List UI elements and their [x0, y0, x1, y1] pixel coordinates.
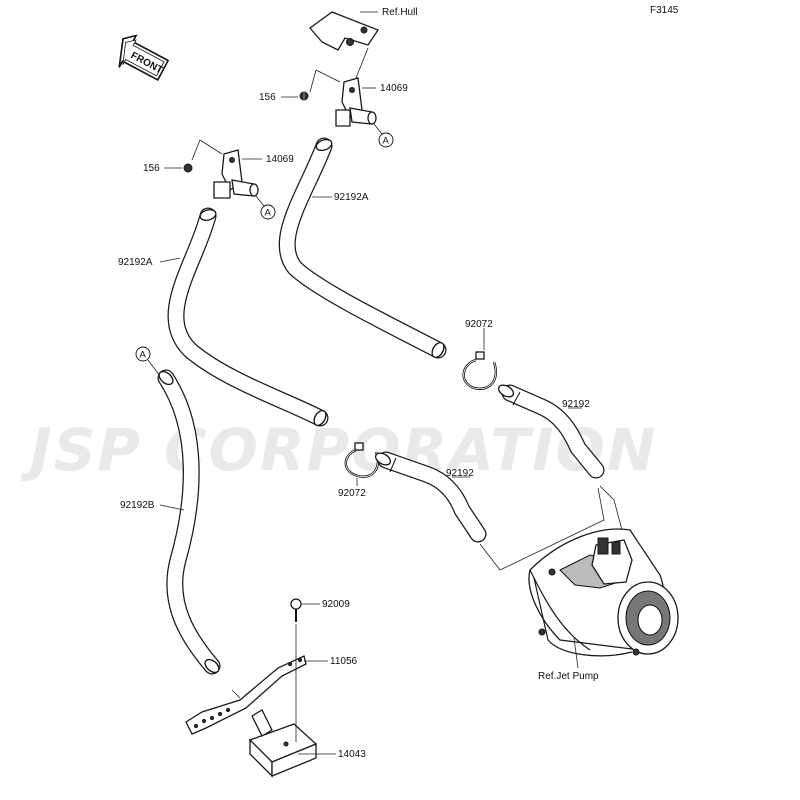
hose-92192a-right [278, 137, 447, 359]
label-11056: 11056 [330, 656, 358, 667]
label-14069-mid: 14069 [266, 154, 294, 165]
label-92072-upper: 92072 [465, 319, 493, 330]
watermark: JSP CORPORATION [20, 416, 657, 484]
label-92072-lower: 92072 [338, 488, 366, 499]
callout-a-left [135, 346, 151, 362]
label-92192-lower: 92192 [446, 468, 474, 479]
jet-pump [528, 528, 679, 657]
hose-92192b [157, 369, 221, 675]
fitting-14069-middle [213, 149, 259, 199]
hose-92192-upper [497, 384, 605, 479]
figure-code: F3145 [650, 5, 679, 16]
front-arrow-icon: FRONT [118, 34, 170, 82]
callout-a-mid [260, 204, 276, 220]
svg-text:A: A [140, 350, 147, 361]
label-92192a-left: 92192A [118, 257, 153, 268]
bolt-156-middle [183, 163, 193, 173]
label-ref-hull: Ref.Hull [382, 7, 418, 18]
label-156-mid: 156 [143, 163, 160, 174]
clamp-92072-upper [462, 351, 497, 390]
label-ref-jet-pump: Ref.Jet Pump [538, 671, 599, 682]
bolt-156-upper [299, 91, 309, 101]
label-92192b: 92192B [120, 500, 155, 511]
label-156-top: 156 [259, 92, 276, 103]
label-14069-top: 14069 [380, 83, 408, 94]
hull-bracket [309, 11, 379, 51]
hose-92192a-left [167, 207, 329, 427]
label-92192a-right: 92192A [334, 192, 369, 203]
label-92009: 92009 [322, 599, 350, 610]
hose-92192-lower [374, 451, 487, 543]
clamp-92072-lower [344, 442, 380, 478]
screw-92009 [290, 598, 302, 622]
svg-text:A: A [265, 208, 272, 219]
label-14043: 14043 [338, 749, 366, 760]
filter-14043 [248, 709, 318, 778]
callout-a-top [378, 132, 394, 148]
svg-text:A: A [383, 136, 390, 147]
fitting-14069-upper [335, 77, 377, 127]
label-92192-upper: 92192 [562, 399, 590, 410]
bracket-11056 [185, 655, 307, 735]
